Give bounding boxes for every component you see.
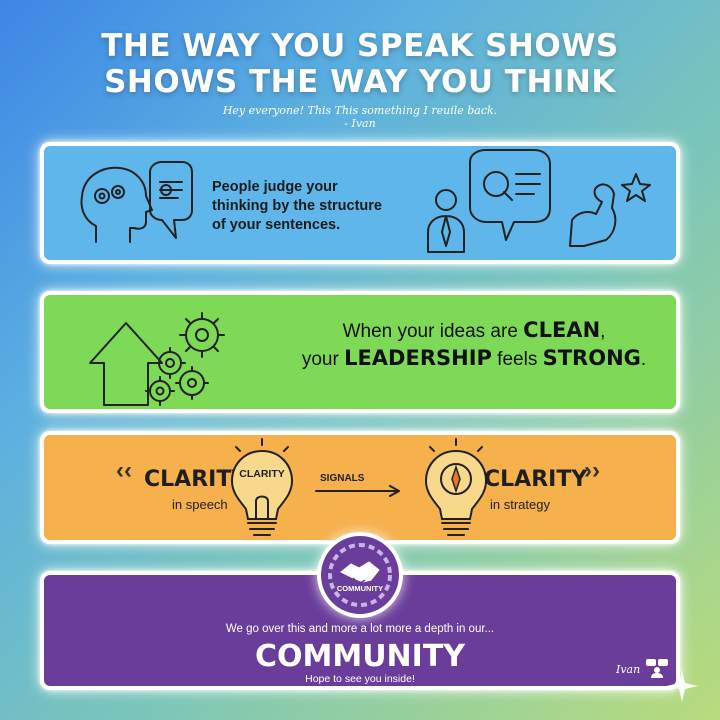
- handshake-badge-icon: [328, 543, 392, 607]
- panel-leadership: When your ideas are CLEAN, your LEADERSH…: [40, 291, 680, 413]
- clarity-left-label: CLARITY: [144, 467, 248, 492]
- left-chevrons-icon: ‹‹: [116, 457, 132, 484]
- clarity-right-sub: in strategy: [490, 497, 550, 512]
- signals-label: SIGNALS: [320, 473, 365, 484]
- magnifier-bubble-icon: [469, 149, 551, 241]
- clarity-right-label: CLARITY: [484, 467, 588, 492]
- lightbulb-icon: CLARITY: [230, 438, 294, 536]
- community-headline: COMMUNITY: [254, 639, 466, 674]
- bulb-clarity-label: CLARITY: [239, 468, 285, 480]
- emphasis-clean: CLEAN: [523, 318, 601, 342]
- chat-user-icon: [646, 659, 668, 678]
- panel-structure: People judge your thinking by the struct…: [40, 142, 680, 264]
- title-line-2: SHOWS THE WAY YOU THINK: [104, 64, 616, 100]
- flexed-arm-icon: [569, 173, 651, 247]
- subtitle-signature: - Ivan: [344, 117, 376, 130]
- emphasis-strong: STRONG: [542, 346, 641, 370]
- right-arrow-icon: [315, 485, 400, 497]
- panel2-line-2: your LEADERSHIP feels STRONG.: [301, 346, 647, 370]
- right-chevrons-icon: ››: [584, 457, 600, 484]
- title-line-1: THE WAY YOU SPEAK SHOWS: [101, 28, 619, 64]
- signature: Ivan: [616, 663, 641, 676]
- panel2-text: When your ideas are CLEAN, your LEADERSH…: [294, 317, 654, 373]
- up-arrow-icon: [89, 312, 225, 406]
- subtitle: Hey everyone! This This something I reui…: [0, 104, 720, 130]
- community-outro: Hope to see you inside!: [305, 673, 415, 685]
- panel-clarity: ‹‹ CLARITY in speech CLARITY SIGNALS CLA…: [40, 431, 680, 544]
- businessman-icon: [427, 149, 551, 253]
- gears-icon: [145, 312, 225, 406]
- subtitle-line-1: Hey everyone! This This something I reui…: [222, 104, 498, 117]
- head-gears-icon: [80, 161, 193, 243]
- community-badge: COMMUNITY: [317, 532, 403, 618]
- star-icon: [621, 173, 651, 202]
- community-intro: We go over this and more a lot more a de…: [225, 623, 495, 635]
- clarity-left-sub: in speech: [172, 497, 228, 512]
- page-title: THE WAY YOU SPEAK SHOWS SHOWS THE WAY YO…: [0, 28, 720, 100]
- speech-bubble-icon: [149, 161, 193, 239]
- sparkle-icon: [666, 670, 698, 702]
- panel1-text: People judge your thinking by the struct…: [212, 179, 382, 233]
- compass-bulb-icon: [424, 438, 488, 536]
- panel2-line-1: When your ideas are CLEAN,: [342, 318, 606, 342]
- badge-label: COMMUNITY: [336, 584, 384, 593]
- emphasis-leadership: LEADERSHIP: [344, 346, 492, 370]
